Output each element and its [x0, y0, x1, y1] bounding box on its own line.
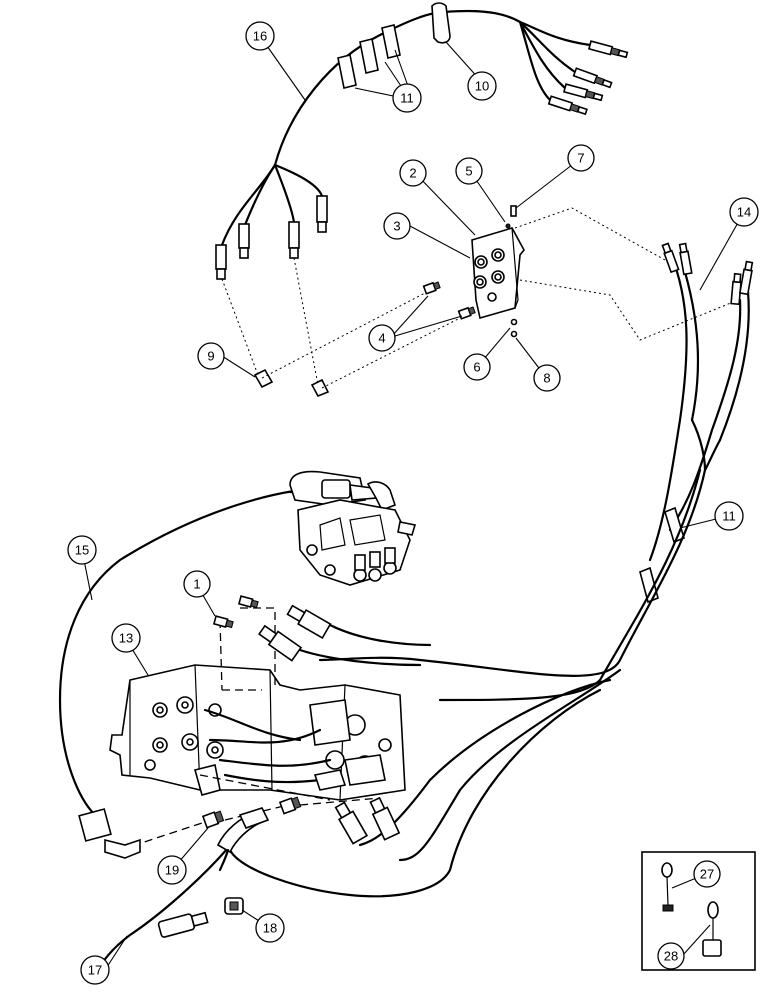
callout-15: 16	[245, 21, 275, 51]
left-hose-ends	[215, 195, 328, 280]
callout-11-top: 11	[392, 83, 422, 113]
fittings-18	[157, 897, 244, 938]
callout-19: 19	[157, 855, 187, 885]
callout-label: 19	[165, 863, 179, 878]
washer-6	[510, 318, 518, 326]
callout-label: 3	[393, 219, 400, 234]
washer-5	[505, 223, 511, 229]
callout-2: 2	[399, 159, 427, 187]
callout-8: 8	[533, 364, 561, 392]
hose-clamps-top	[337, 24, 401, 89]
callout-10: 10	[467, 71, 497, 101]
callout-7: 7	[567, 144, 595, 172]
hose-end-fittings	[258, 604, 432, 845]
callout-9: 9	[197, 342, 225, 370]
callout-label: 11	[400, 91, 414, 106]
fittings-1	[212, 595, 259, 629]
callout-label: 14	[737, 205, 751, 220]
callout-14: 14	[729, 197, 759, 227]
callout-27: 27	[693, 860, 721, 888]
callout-28: 28	[657, 942, 685, 970]
callout-label: 28	[664, 949, 678, 964]
callout-label: 1	[193, 577, 200, 592]
left-elbow-fitting	[78, 808, 141, 859]
lower-harness-16	[58, 468, 707, 977]
callout-5: 5	[455, 157, 483, 185]
control-valve	[289, 470, 417, 586]
callout-label: 16	[253, 29, 267, 44]
callout-13: 13	[111, 623, 141, 653]
callout-label: 11	[722, 509, 736, 524]
callout-label: 17	[88, 963, 102, 978]
callout-17: 17	[80, 955, 110, 985]
callout-label: 4	[378, 331, 385, 346]
valve-bracket-2	[471, 227, 525, 320]
callout-label: 8	[543, 371, 550, 386]
callout-label: 9	[207, 349, 214, 364]
hose-bundle-14	[648, 242, 754, 562]
nut-8	[510, 330, 518, 338]
callout-16: 15	[67, 535, 97, 565]
top-harness-15	[215, 2, 629, 280]
callout-18: 18	[255, 913, 285, 943]
fittings-4	[422, 281, 476, 320]
bolt-7	[510, 205, 517, 217]
callout-label: 15	[75, 543, 89, 558]
callout-label: 6	[473, 360, 480, 375]
inset-box	[641, 851, 756, 971]
callout-label: 2	[409, 166, 416, 181]
callout-label: 7	[577, 151, 584, 166]
valve-block-13	[109, 664, 406, 801]
alignment-lines	[221, 207, 739, 389]
callout-label: 27	[700, 867, 714, 882]
callout-11-right: 11	[714, 501, 744, 531]
callout-label: 10	[475, 79, 489, 94]
callout-3: 3	[383, 212, 411, 240]
clamp-10	[431, 2, 451, 44]
callout-label: 18	[263, 921, 277, 936]
callout-4: 4	[368, 324, 396, 352]
callout-6: 6	[463, 353, 491, 381]
callout-label: 13	[119, 631, 133, 646]
fittings-19	[201, 796, 302, 872]
elbow-fittings-9	[253, 368, 330, 398]
callout-label: 5	[465, 164, 472, 179]
callout-1: 1	[183, 570, 211, 598]
